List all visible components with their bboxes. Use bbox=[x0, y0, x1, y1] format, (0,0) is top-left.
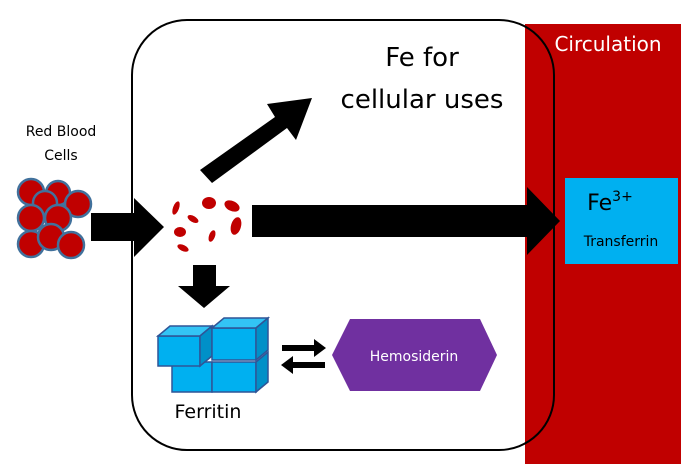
red-blood-cells-label-2: Cells bbox=[44, 148, 77, 164]
ferritin-label: Ferritin bbox=[175, 401, 242, 423]
red-blood-cells-label: Red Blood bbox=[26, 124, 97, 140]
hemosiderin-label: Hemosiderin bbox=[370, 349, 459, 365]
transferrin-label: Transferrin bbox=[583, 234, 659, 250]
red-blood-cells-icon bbox=[16, 177, 93, 260]
fe3-label: Fe3+ bbox=[587, 189, 633, 216]
arrow-to-ferritin bbox=[178, 265, 230, 308]
ferritin-icon bbox=[155, 316, 271, 394]
arrow-to-cellular-uses bbox=[200, 98, 312, 183]
hemosiderin-shape bbox=[332, 319, 497, 391]
fe-uses-label-2: cellular uses bbox=[341, 85, 504, 115]
arrow-rbc-to-cell bbox=[91, 198, 164, 257]
iron-fragments-icon bbox=[172, 197, 242, 252]
fe-uses-label: Fe for bbox=[385, 43, 459, 73]
arrow-to-circulation bbox=[252, 187, 560, 255]
transferrin-box bbox=[565, 178, 678, 264]
arrow-from-hemosiderin bbox=[281, 356, 325, 374]
arrow-to-hemosiderin bbox=[282, 339, 326, 357]
circulation-label: Circulation bbox=[554, 32, 661, 56]
